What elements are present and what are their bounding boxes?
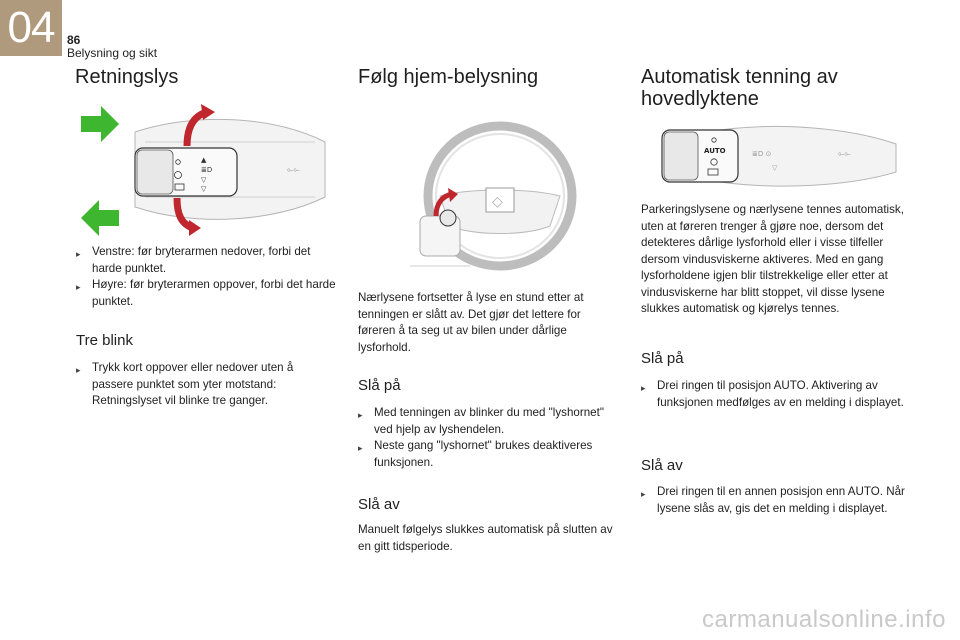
svg-text:⟜⟜: ⟜⟜	[287, 165, 300, 174]
triangle-bullet-icon: ▸	[641, 489, 646, 499]
col3-title-line2: hovedlyktene	[641, 88, 759, 110]
svg-text:≣D: ≣D	[201, 166, 212, 174]
list-item: ▸Høyre: før bryterarmen oppover, forbi d…	[76, 278, 336, 308]
svg-text:▽: ▽	[201, 185, 207, 193]
col3-on-bullets: ▸Drei ringen til posisjon AUTO. Aktiveri…	[641, 378, 911, 411]
col1-sub-bullets: ▸Trykk kort oppover eller nedover uten å…	[76, 360, 326, 410]
chapter-number-box: 04	[0, 0, 62, 56]
svg-text:▽: ▽	[201, 176, 207, 184]
col3-off-title: Slå av	[641, 457, 683, 474]
light-stalk-auto-illustration: AUTO ≣D ⊙ ▽ ⟜⟜	[661, 125, 897, 187]
svg-text:AUTO: AUTO	[704, 147, 726, 155]
list-item: ▸Med tenningen av blinker du med "lyshor…	[358, 406, 604, 436]
triangle-bullet-icon: ▸	[358, 443, 363, 453]
svg-text:▽: ▽	[772, 164, 778, 172]
svg-text:◇: ◇	[492, 194, 503, 210]
watermark: carmanualsonline.info	[702, 606, 946, 633]
list-item: ▸Drei ringen til en annen posisjon enn A…	[641, 485, 905, 515]
triangle-bullet-icon: ▸	[76, 365, 81, 375]
green-arrow-icon	[81, 106, 119, 142]
col1-subtitle: Tre blink	[76, 332, 133, 349]
col2-intro: Nærlysene fortsetter å lyse en stund ett…	[358, 291, 584, 354]
col2-on-title: Slå på	[358, 377, 401, 394]
triangle-bullet-icon: ▸	[76, 282, 81, 292]
section-title: Belysning og sikt	[67, 46, 158, 60]
triangle-bullet-icon: ▸	[641, 383, 646, 393]
col3-title-line1: Automatisk tenning av	[641, 66, 838, 88]
col3-on-title: Slå på	[641, 350, 684, 367]
col1-title: Retningslys	[75, 66, 179, 88]
col1-bullets: ▸Venstre: før bryterarmen nedover, forbi…	[76, 244, 338, 310]
green-arrow-icon	[81, 200, 119, 236]
list-item: ▸Trykk kort oppover eller nedover uten å…	[76, 361, 294, 407]
triangle-bullet-icon: ▸	[76, 249, 81, 259]
list-item: ▸Neste gang "lyshornet" brukes deaktiver…	[358, 439, 593, 469]
turn-signal-stalk-illustration: ▲ ≣D ▽ ▽ ⟜⟜	[81, 104, 326, 236]
col3-off-bullets: ▸Drei ringen til en annen posisjon enn A…	[641, 484, 911, 517]
col3-intro: Parkeringslysene og nærlysene tennes aut…	[641, 203, 904, 315]
svg-text:▲: ▲	[201, 156, 207, 164]
page-number: 86	[67, 33, 81, 47]
col2-on-bullets: ▸Med tenningen av blinker du med "lyshor…	[358, 405, 620, 471]
svg-text:⟜⟜: ⟜⟜	[838, 149, 851, 158]
col2-off-text: Manuelt følgelys slukkes automatisk på s…	[358, 523, 613, 553]
col2-off-title: Slå av	[358, 496, 400, 513]
list-item: ▸Venstre: før bryterarmen nedover, forbi…	[76, 245, 311, 275]
list-item: ▸Drei ringen til posisjon AUTO. Aktiveri…	[641, 379, 904, 409]
col2-title: Følg hjem-belysning	[358, 66, 539, 88]
steering-wheel-illustration: ◇	[410, 121, 577, 271]
triangle-bullet-icon: ▸	[358, 410, 363, 420]
svg-text:≣D ⊙: ≣D ⊙	[752, 150, 771, 158]
